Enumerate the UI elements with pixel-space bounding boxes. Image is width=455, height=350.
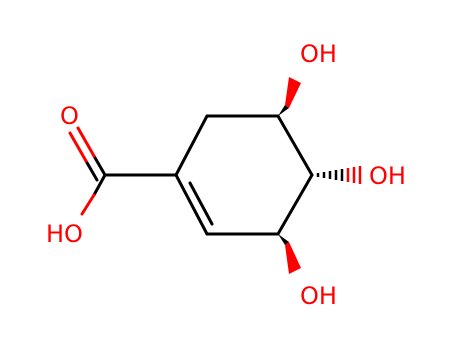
- wedge-bond-top-black: [278, 105, 289, 116]
- wedge-bond-top-red: [285, 77, 301, 108]
- ring-bond-c4-c5: [276, 173, 314, 236]
- bond-carbonyl-black-b: [84, 159, 99, 182]
- bond-carbonyl-red-b: [68, 131, 88, 163]
- atom-label-acid-oh: HO: [46, 220, 83, 248]
- hash-bond-right: [316, 166, 362, 184]
- atom-label-oh-bottom: OH: [300, 282, 337, 310]
- wedge-bond-bottom-red: [285, 242, 301, 274]
- atom-label-oh-right: OH: [369, 162, 406, 190]
- ring-bond-c6-c1: [174, 173, 209, 236]
- ring-double-bond-inner: [188, 181, 214, 226]
- ring-bond-c3-c4: [276, 114, 314, 177]
- atom-label-oh-top: OH: [300, 40, 337, 68]
- bond-acid-oh-red: [80, 193, 96, 216]
- ring-bond-c1-c2: [174, 114, 209, 177]
- bond-carbonyl-red-a: [76, 126, 96, 158]
- bond-carbonyl-black-a: [92, 154, 107, 177]
- wedge-bond-bottom-black: [278, 234, 289, 245]
- bond-acid-oh-black: [92, 173, 107, 197]
- atom-label-carbonyl-o: O: [60, 102, 79, 130]
